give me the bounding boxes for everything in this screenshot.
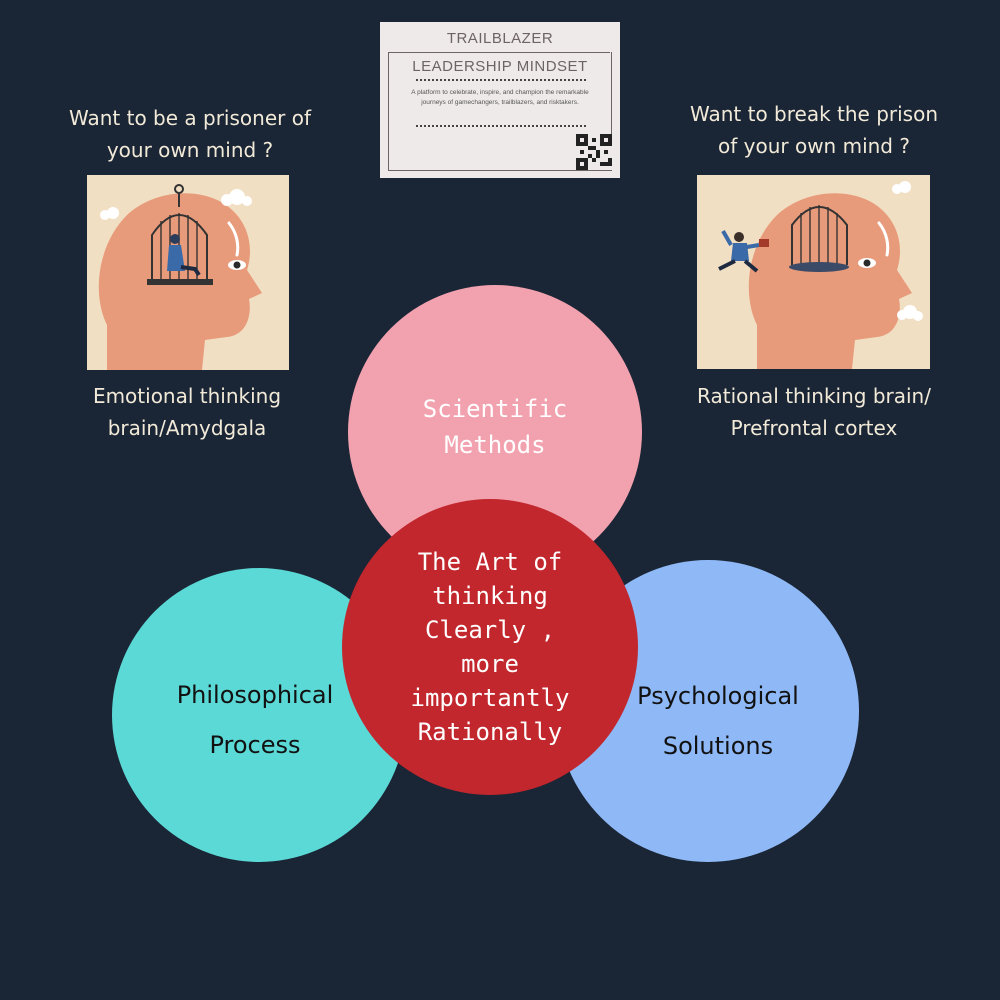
- center-line4: more: [461, 650, 519, 678]
- caged-mind-illustration: [87, 175, 289, 370]
- left-caption-line2: brain/Amydgala: [107, 416, 267, 440]
- center-line1: The Art of: [417, 548, 563, 576]
- card-title-line2: LEADERSHIP MINDSET: [412, 58, 588, 75]
- right-caption-line1: Rational thinking brain/: [697, 384, 931, 408]
- right-question: Want to break the prison of your own min…: [664, 98, 964, 162]
- card-dotted-divider-top: [416, 79, 586, 81]
- scientific-line2: Methods: [444, 431, 546, 459]
- psychological-line1: Psychological: [637, 682, 799, 710]
- scientific-line1: Scientific: [422, 395, 568, 423]
- center-line2: thinking: [432, 582, 548, 610]
- right-question-line2: of your own mind ?: [718, 134, 910, 158]
- philosophical-line2: Process: [209, 731, 301, 759]
- right-caption: Rational thinking brain/ Prefrontal cort…: [664, 380, 964, 444]
- card-description: A platform to celebrate, inspire, and ch…: [411, 89, 589, 106]
- center-line6: Rationally: [417, 718, 563, 746]
- center-line5: importantly: [410, 684, 570, 712]
- left-caption-line1: Emotional thinking: [92, 384, 282, 408]
- card-dotted-divider-bottom: [416, 125, 586, 127]
- card-frame: [388, 52, 612, 171]
- trailblazer-logo-card: TRAILBLAZER LEADERSHIP MINDSET A platfor…: [380, 22, 620, 178]
- right-question-line1: Want to break the prison: [689, 102, 939, 126]
- psychological-line2: Solutions: [662, 732, 774, 760]
- scientific-methods-circle: Scientific Methods: [348, 285, 642, 579]
- qr-code-icon: [576, 134, 612, 170]
- art-of-thinking-circle: The Art of thinking Clearly , more impor…: [342, 499, 638, 795]
- left-question-line2: your own mind ?: [106, 138, 274, 162]
- center-line3: Clearly ,: [424, 616, 556, 644]
- card-divider: [388, 52, 610, 53]
- right-caption-line2: Prefrontal cortex: [730, 416, 898, 440]
- left-question-line1: Want to be a prisoner of: [68, 106, 311, 130]
- left-question: Want to be a prisoner of your own mind ?: [40, 102, 340, 166]
- left-caption: Emotional thinking brain/Amydgala: [60, 380, 314, 444]
- escaping-mind-illustration: [697, 175, 930, 369]
- card-title-line1: TRAILBLAZER: [446, 30, 554, 47]
- philosophical-line1: Philosophical: [176, 681, 334, 709]
